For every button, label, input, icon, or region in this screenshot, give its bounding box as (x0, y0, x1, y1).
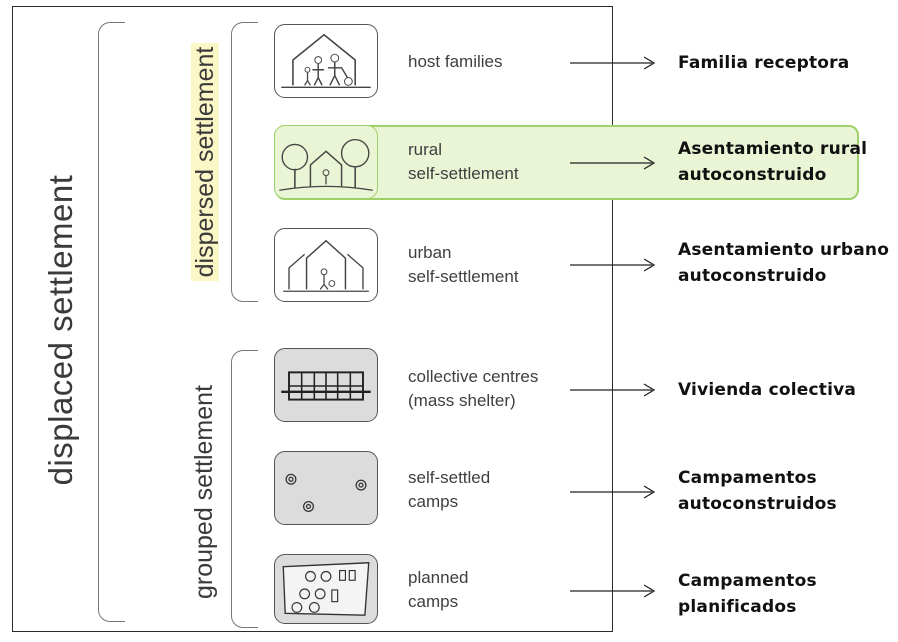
row-label-rural-self-settlement: rural self-settlement (408, 140, 519, 183)
translation-campamentos-planificados: Campamentos planificados (678, 571, 817, 617)
translation-familia-receptora: Familia receptora (678, 53, 850, 73)
urban-houses-icon (274, 228, 378, 302)
main-bracket (98, 22, 125, 622)
dispersed-settlement-text: dispersed settlement (191, 42, 219, 282)
displaced-settlement-label: displaced settlement (42, 174, 79, 486)
row-label-urban-self-settlement: urban self-settlement (408, 243, 519, 286)
translation-asentamiento-rural: Asentamiento rural autoconstruido (678, 139, 868, 185)
translation-campamentos-autoconstruidos: Campamentos autoconstruidos (678, 468, 837, 514)
dispersed-settlement-label: dispersed settlement (189, 17, 221, 307)
collective-building-icon (274, 348, 378, 422)
dispersed-bracket (231, 22, 258, 302)
grouped-bracket (231, 350, 258, 628)
translation-vivienda-colectiva: Vivienda colectiva (678, 380, 857, 400)
rural-trees-house-icon (274, 125, 378, 199)
row-label-planned-camps: planned camps (408, 568, 469, 611)
arrow-right-icon (570, 156, 656, 170)
planned-camp-map-icon (274, 554, 378, 624)
host-family-house-icon (274, 24, 378, 98)
arrow-right-icon (570, 485, 656, 499)
arrow-right-icon (570, 56, 656, 70)
row-label-host-families: host families (408, 52, 503, 71)
scattered-camps-icon (274, 451, 378, 525)
arrow-right-icon (570, 383, 656, 397)
arrow-right-icon (570, 258, 656, 272)
arrow-right-icon (570, 584, 656, 598)
grouped-settlement-label: grouped settlement (190, 384, 218, 600)
diagram-frame (12, 6, 613, 632)
row-label-self-settled-camps: self-settled camps (408, 468, 491, 511)
translation-asentamiento-urbano: Asentamiento urbano autoconstruido (678, 240, 890, 286)
row-label-collective-centres: collective centres (mass shelter) (408, 367, 539, 410)
